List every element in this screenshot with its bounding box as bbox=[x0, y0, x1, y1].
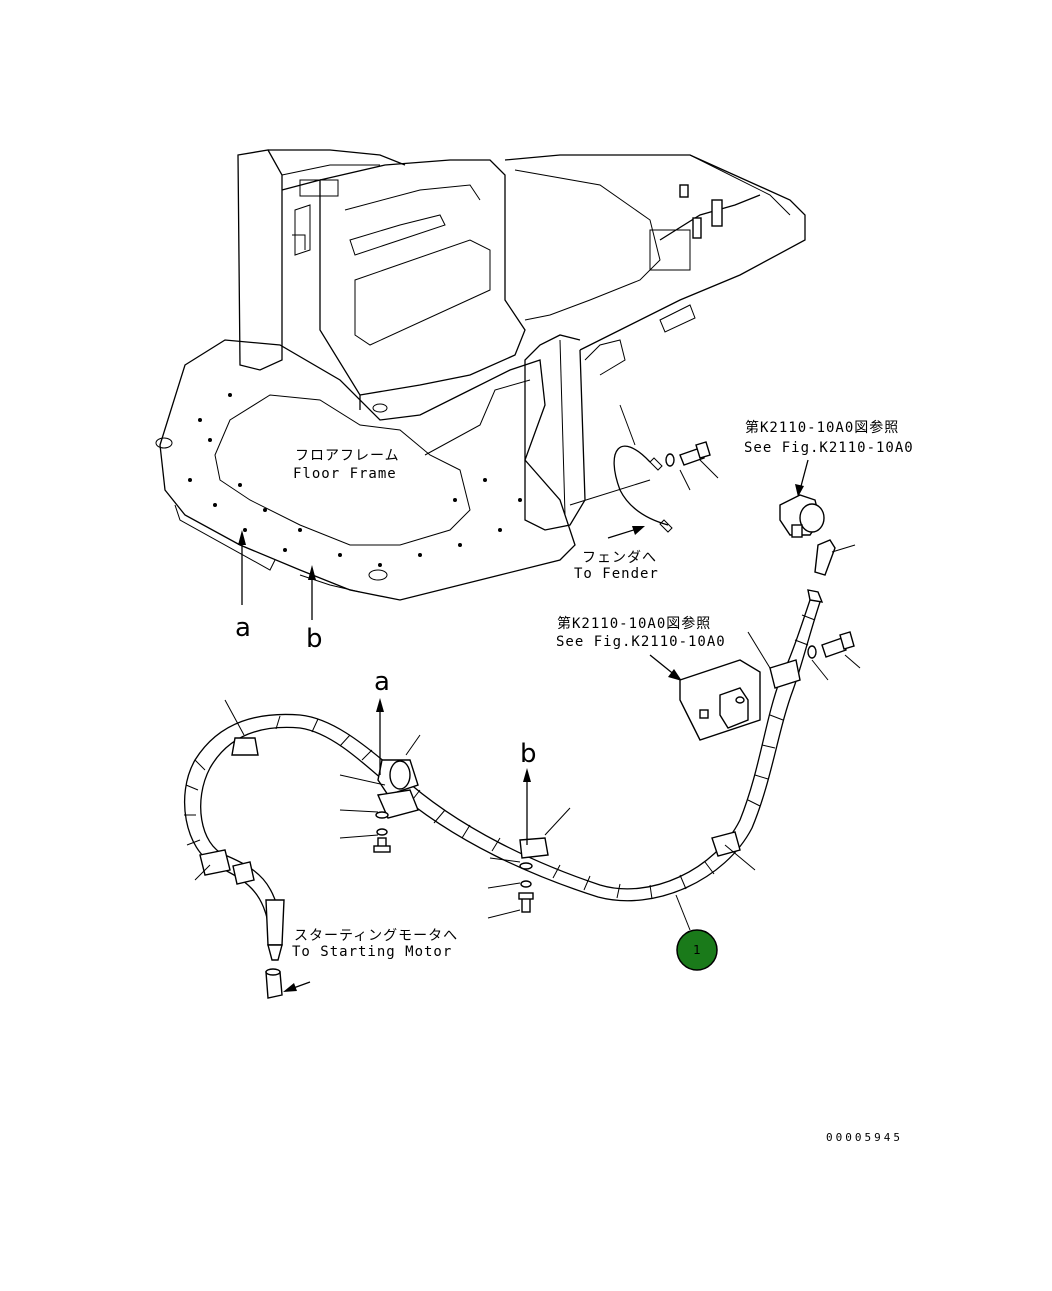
see-fig-jp-label-1: 第K2110-10A0図参照 bbox=[745, 419, 899, 436]
floor-frame-jp-label: フロアフレーム bbox=[295, 448, 400, 464]
drawing-number: 00005945 bbox=[826, 1131, 903, 1144]
callout-1[interactable]: 1 bbox=[676, 929, 718, 971]
arrow-b-bottom bbox=[523, 768, 531, 845]
to-fender-en-label: To Fender bbox=[574, 566, 659, 582]
starting-motor-terminal bbox=[265, 968, 311, 999]
mounting-bracket bbox=[649, 631, 771, 741]
arrow-b-top bbox=[308, 565, 316, 620]
bolt-stack-right bbox=[518, 862, 534, 913]
callout-1-number: 1 bbox=[693, 943, 701, 957]
bolt-stack-left bbox=[373, 811, 391, 853]
floor-frame-en-label: Floor Frame bbox=[293, 466, 397, 482]
battery-relay bbox=[779, 459, 856, 576]
fender-arrow bbox=[607, 526, 645, 539]
arrow-b-top-label: b bbox=[306, 624, 323, 654]
see-fig-jp-label-2: 第K2110-10A0図参照 bbox=[557, 615, 711, 632]
battery-cable-harness bbox=[183, 589, 824, 961]
floor-holes bbox=[188, 393, 522, 567]
see-fig-en-label-1: See Fig.K2110-10A0 bbox=[744, 440, 914, 456]
cable-clamps bbox=[199, 659, 801, 885]
to-fender-jp-label: フェンダへ bbox=[582, 550, 657, 566]
arrow-b-bottom-label: b bbox=[520, 739, 537, 769]
fender-ground-cable bbox=[569, 404, 719, 533]
arrow-a-top-label: a bbox=[235, 613, 251, 643]
arrow-a-bottom bbox=[376, 698, 384, 775]
arrow-a-bottom-label: a bbox=[374, 667, 390, 697]
bolt-washer-right bbox=[807, 631, 861, 681]
cable-spiral bbox=[184, 614, 816, 900]
to-starting-motor-en-label: To Starting Motor bbox=[292, 944, 452, 960]
see-fig-en-label-2: See Fig.K2110-10A0 bbox=[556, 634, 726, 650]
arrow-a-top bbox=[238, 530, 246, 605]
leader-lines bbox=[194, 699, 756, 931]
to-starting-motor-jp-label: スターティングモータへ bbox=[294, 928, 458, 944]
floor-frame-assembly bbox=[155, 149, 806, 601]
